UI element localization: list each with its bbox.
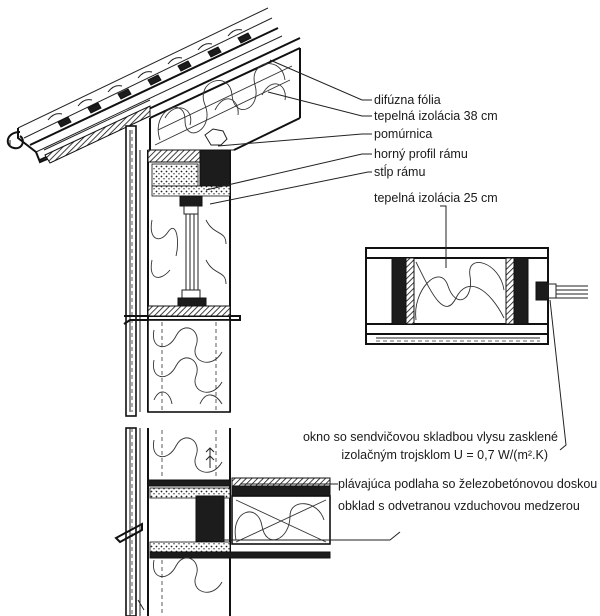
leader-lines [205,59,567,541]
label-pomurnica: pomúrnica [374,127,432,141]
roof-tiles [47,29,252,128]
label-stlp-ramu: stĺp rámu [374,164,425,179]
label-podlaha: plávajúca podlaha so železobetónovou dos… [338,477,597,491]
upper-wall [123,125,241,417]
label-okno-line2: izolačným trojsklom U = 0,7 W/(m².K) [341,448,548,462]
label-okno-line1: okno so sendvičovou skladbou vlysu zaskl… [303,430,558,444]
label-tepelna-izolacia-25: tepelná izolácia 25 cm [374,191,498,205]
label-obklad: obklad s odvetranou vzduchovou medzerou [338,499,580,513]
window-glass [185,214,199,290]
label-difuzna-folia: difúzna fólia [374,93,441,107]
window-frame-detail [365,247,588,345]
label-horny-profil: horný profil rámu [374,147,468,161]
gutter [6,131,24,150]
lower-wall [114,427,331,616]
roof-section [6,7,301,164]
label-tepelna-izolacia-38: tepelná izolácia 38 cm [374,109,498,123]
